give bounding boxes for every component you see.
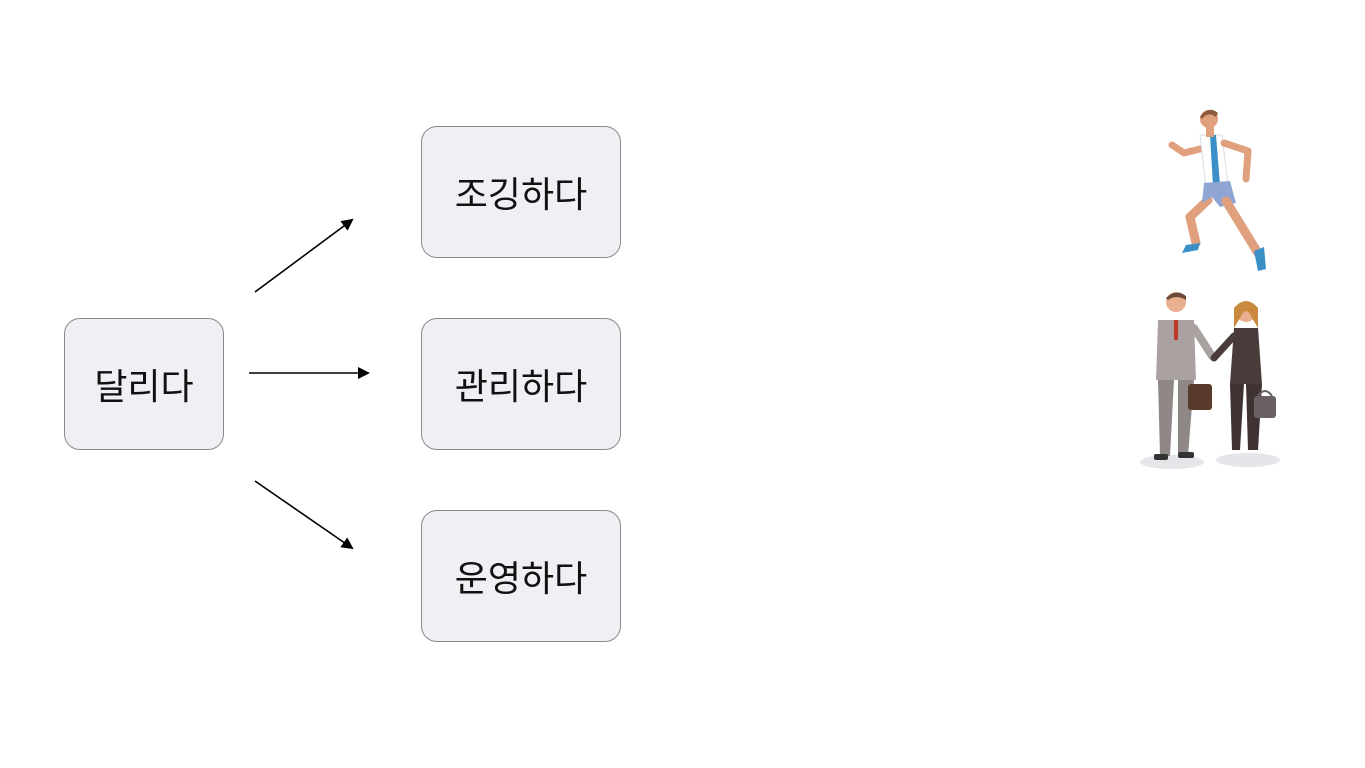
business-people-illustration bbox=[1140, 292, 1280, 469]
source-node: 달리다 bbox=[64, 318, 224, 450]
target-node-label: 관리하다 bbox=[454, 367, 588, 408]
runner-illustration bbox=[1168, 109, 1266, 271]
target-node-label: 운영하다 bbox=[454, 559, 588, 600]
target-node-jogging: 조깅하다 bbox=[421, 126, 621, 258]
target-node-operating: 운영하다 bbox=[421, 510, 621, 642]
arrow-to-jogging bbox=[254, 218, 354, 293]
target-node-label: 조깅하다 bbox=[454, 175, 588, 216]
source-node-label: 달리다 bbox=[94, 367, 194, 408]
target-node-managing: 관리하다 bbox=[421, 318, 621, 450]
arrow-to-operating bbox=[254, 480, 354, 550]
